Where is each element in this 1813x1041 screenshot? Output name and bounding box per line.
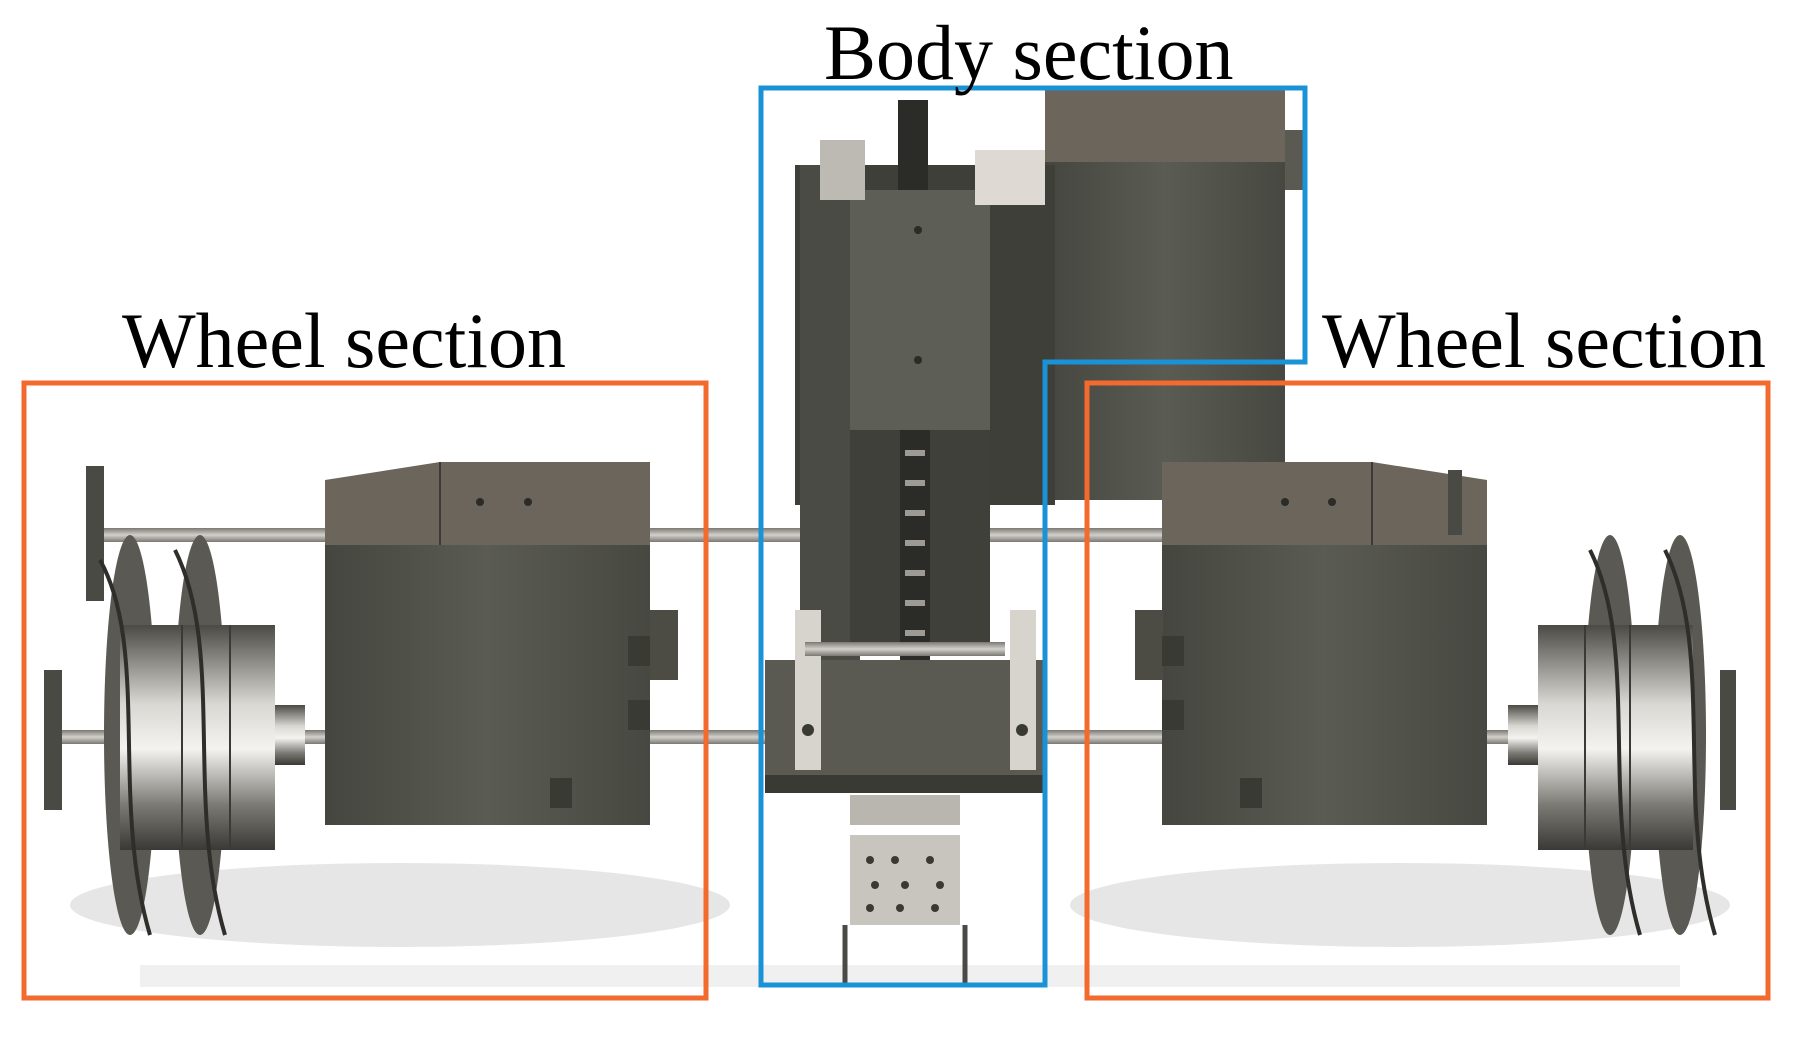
left-wheel-assembly [44, 466, 305, 936]
right-motor-box [1135, 462, 1487, 825]
floor-shadow [70, 863, 1730, 987]
body-section-label: Body section [824, 9, 1234, 96]
wheel-section-right-outline [1084, 380, 1771, 1001]
wheel-section-right-label: Wheel section [1322, 297, 1766, 384]
body-section-outline [758, 85, 1308, 988]
central-body [765, 100, 1045, 985]
right-wheel-assembly [1508, 535, 1736, 936]
wheel-section-left-outline [21, 380, 709, 1001]
wheel-section-left-label: Wheel section [122, 297, 566, 384]
left-motor-box [325, 462, 678, 825]
